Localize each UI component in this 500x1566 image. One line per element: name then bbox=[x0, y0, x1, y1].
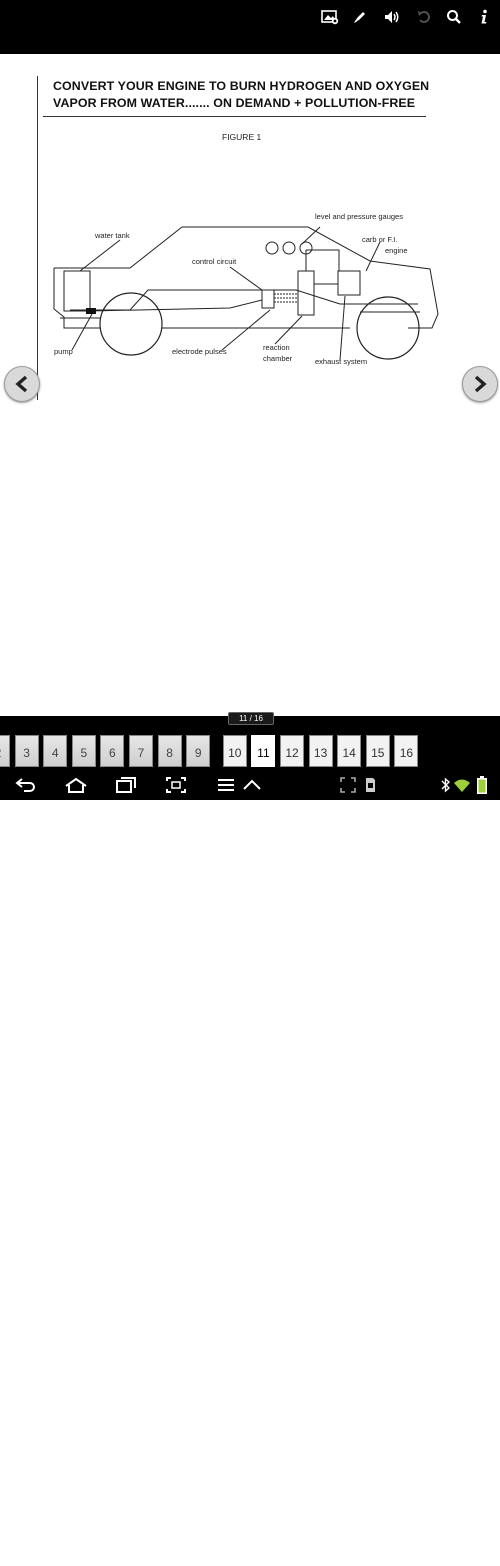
fullscreen-icon[interactable] bbox=[334, 773, 362, 797]
title-line-1: CONVERT YOUR ENGINE TO BURN HYDROGEN AND… bbox=[53, 79, 430, 93]
info-icon[interactable] bbox=[472, 6, 496, 28]
label-water-tank: water tank bbox=[94, 231, 130, 240]
page-thumbnail[interactable]: 5 bbox=[71, 735, 96, 767]
back-icon[interactable] bbox=[12, 773, 40, 797]
rear-wheel bbox=[99, 292, 163, 356]
car-body-top bbox=[54, 226, 439, 329]
gauge-2 bbox=[282, 241, 296, 255]
recent-apps-icon[interactable] bbox=[112, 773, 140, 797]
car-diagram: level and pressure gauges water tank car… bbox=[53, 212, 439, 366]
page-thumbnail[interactable]: 9 bbox=[186, 735, 211, 767]
chevron-left-icon bbox=[15, 375, 28, 393]
gauge-1 bbox=[265, 241, 279, 255]
pump-block bbox=[86, 308, 96, 314]
page-thumbnail[interactable]: 2 bbox=[0, 735, 10, 767]
chevron-up-icon[interactable] bbox=[238, 773, 266, 797]
previous-page-button[interactable] bbox=[4, 366, 40, 402]
front-wheel bbox=[356, 296, 420, 360]
pen-icon[interactable] bbox=[348, 6, 372, 28]
page-thumbnail[interactable]: 4 bbox=[43, 735, 68, 767]
label-level-gauges: level and pressure gauges bbox=[315, 212, 403, 221]
control-circuit-box bbox=[261, 289, 275, 309]
title-underline bbox=[43, 116, 426, 117]
document-page: CONVERT YOUR ENGINE TO BURN HYDROGEN AND… bbox=[0, 54, 500, 716]
page-thumbnail[interactable]: 16 bbox=[394, 735, 419, 767]
page-thumbnail[interactable]: 13 bbox=[308, 735, 333, 767]
page-thumbnail[interactable]: 7 bbox=[129, 735, 153, 767]
page-thumbnail[interactable]: 11 bbox=[251, 735, 276, 767]
undo-icon[interactable] bbox=[412, 6, 436, 28]
page-thumbnail[interactable]: 10 bbox=[222, 735, 247, 767]
wifi-icon bbox=[448, 773, 476, 797]
page-thumbnail[interactable]: 8 bbox=[157, 735, 182, 767]
gallery-icon[interactable] bbox=[318, 6, 342, 28]
page-thumbnail[interactable]: 3 bbox=[14, 735, 39, 767]
top-action-bar bbox=[0, 0, 500, 54]
screenshot-icon[interactable] bbox=[162, 773, 190, 797]
sd-card-icon bbox=[356, 773, 384, 797]
label-electrode-pulses: electrode pulses bbox=[172, 347, 227, 356]
label-carb: carb or F.I. bbox=[362, 235, 397, 244]
label-pump: pump bbox=[54, 347, 73, 356]
label-chamber: chamber bbox=[263, 354, 293, 363]
label-control-circuit: control circuit bbox=[192, 257, 237, 266]
label-reaction: reaction bbox=[263, 343, 290, 352]
system-nav-bar: 18:02 bbox=[0, 770, 500, 1565]
page-thumbnail[interactable]: 15 bbox=[365, 735, 390, 767]
page-thumbnail[interactable]: 14 bbox=[337, 735, 362, 767]
label-engine: engine bbox=[385, 246, 408, 255]
car-body-left bbox=[53, 268, 100, 329]
bluetooth-icon bbox=[432, 773, 460, 797]
margin-rule bbox=[37, 76, 38, 400]
status-clock: 18:02 bbox=[386, 1546, 429, 1565]
chevron-right-icon bbox=[474, 375, 487, 393]
search-icon[interactable] bbox=[442, 6, 466, 28]
figure-caption: FIGURE 1 bbox=[222, 132, 262, 142]
document-title: CONVERT YOUR ENGINE TO BURN HYDROGEN AND… bbox=[53, 78, 433, 112]
title-line-2: VAPOR FROM WATER....... ON DEMAND + POLL… bbox=[53, 96, 416, 110]
page-thumbnail[interactable]: 12 bbox=[280, 735, 304, 767]
speaker-icon[interactable] bbox=[380, 6, 404, 28]
page-thumbnail[interactable]: 6 bbox=[100, 735, 125, 767]
water-tank-box bbox=[63, 270, 91, 312]
menu-icon[interactable] bbox=[212, 773, 240, 797]
home-icon[interactable] bbox=[62, 773, 90, 797]
label-exhaust: exhaust system bbox=[315, 357, 367, 366]
page-indicator: 11 / 16 bbox=[228, 712, 274, 725]
next-page-button[interactable] bbox=[462, 366, 498, 402]
battery-icon bbox=[468, 773, 496, 797]
engine-box bbox=[337, 270, 361, 296]
